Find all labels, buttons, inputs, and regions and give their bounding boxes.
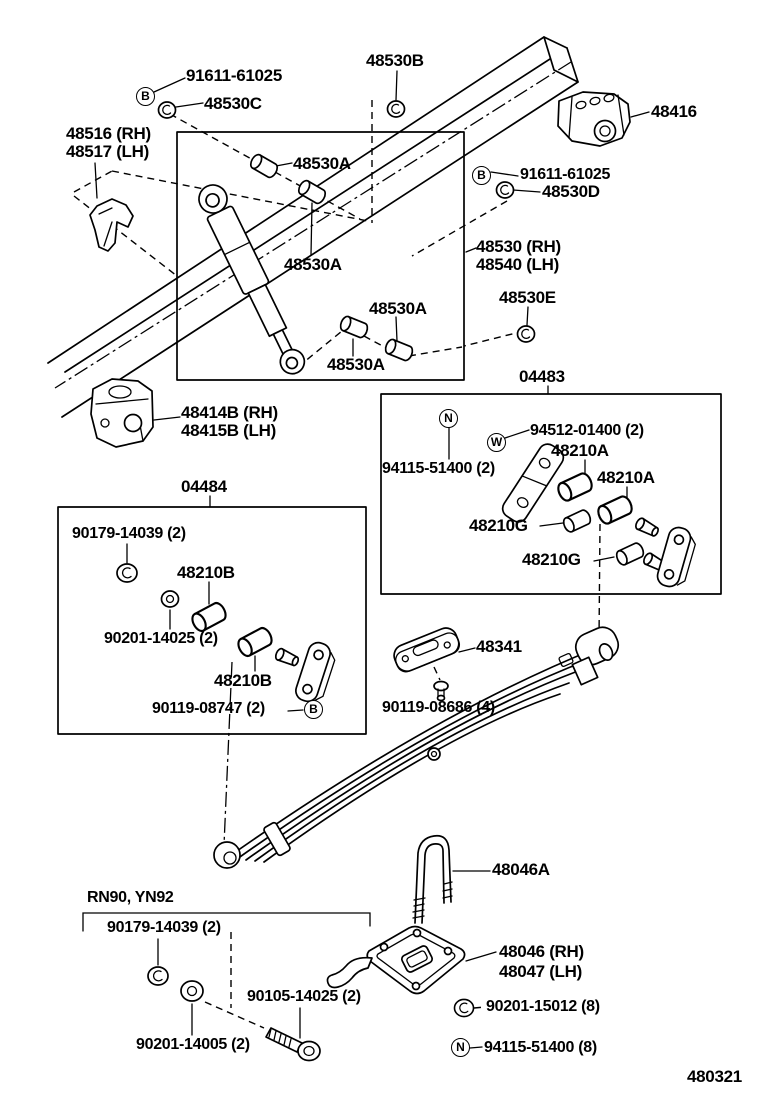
callout-b-icon: B — [136, 87, 155, 106]
u-bolt-48046A — [412, 834, 453, 924]
label-48530-rh: 48530 (RH) — [476, 237, 561, 256]
label-90105-14025: 90105-14025 (2) — [247, 988, 361, 1005]
shock-absorber-box — [176, 131, 465, 381]
label-48530A-3: 48530A — [369, 299, 427, 318]
label-90201-14025: 90201-14025 (2) — [104, 630, 218, 647]
grommet-48530C — [157, 101, 177, 119]
label-04484: 04484 — [181, 477, 227, 496]
label-48047-lh: 48047 (LH) — [499, 962, 582, 981]
label-04483: 04483 — [519, 367, 565, 386]
label-48530A-1: 48530A — [293, 154, 351, 173]
callout-w-icon: W — [487, 433, 506, 452]
label-90201-14005: 90201-14005 (2) — [136, 1036, 250, 1053]
label-48210A-1: 48210A — [551, 441, 609, 460]
label-48530B: 48530B — [366, 51, 424, 70]
label-94512-01400: 94512-01400 (2) — [530, 422, 644, 439]
label-48530A-2: 48530A — [284, 255, 342, 274]
label-48210A-2: 48210A — [597, 468, 655, 487]
label-90201-15012: 90201-15012 (8) — [486, 998, 600, 1015]
kit-04484-parts — [116, 563, 340, 707]
spring-center-bolt — [427, 747, 441, 761]
leader-lines — [94, 70, 650, 1049]
label-48416: 48416 — [651, 102, 697, 121]
label-48046-rh: 48046 (RH) — [499, 942, 584, 961]
spring-front-eye — [213, 841, 241, 869]
callout-b-icon: B — [472, 166, 491, 185]
label-48540-lh: 48540 (LH) — [476, 255, 559, 274]
label-48210G-1: 48210G — [469, 516, 528, 535]
spring-rear-clip — [571, 656, 599, 686]
label-48210G-2: 48210G — [522, 550, 581, 569]
label-94115-51400-8: 94115-51400 (8) — [484, 1039, 597, 1056]
kit-04483-parts — [501, 443, 700, 592]
label-48530A-4: 48530A — [327, 355, 385, 374]
bolt-90105-14025 — [265, 1027, 321, 1062]
label-90119-08686: 90119-08686 (4) — [382, 699, 495, 716]
callout-n-icon: N — [439, 409, 458, 428]
bolt-90119-08686 — [433, 680, 449, 702]
grommet-48530E — [516, 325, 536, 343]
label-rn90-yn92: RN90, YN92 — [87, 889, 174, 906]
label-48414B-rh: 48414B (RH) — [181, 403, 278, 422]
label-90179-14039-1: 90179-14039 (2) — [72, 525, 186, 542]
label-48530C: 48530C — [204, 94, 262, 113]
bracket-48416 — [557, 91, 631, 147]
label-48046A: 48046A — [492, 860, 550, 879]
bottom-hardware — [147, 966, 475, 1062]
label-48341: 48341 — [476, 637, 522, 656]
bracket-48414B — [90, 378, 154, 448]
rn90-section-bracket — [82, 912, 371, 932]
spring-seat-48046 — [326, 925, 466, 995]
label-48415B-lh: 48415B (LH) — [181, 421, 276, 440]
kit-04483-box — [380, 393, 722, 595]
assembly-axis-lines — [73, 100, 601, 1029]
spring-hanger-hook — [89, 198, 134, 252]
label-48530E: 48530E — [499, 288, 556, 307]
label-48517-lh: 48517 (LH) — [66, 142, 149, 161]
label-90119-08747: 90119-08747 (2) — [152, 700, 265, 717]
label-48530D: 48530D — [542, 182, 600, 201]
washer-90179 — [147, 966, 169, 986]
label-48516-rh: 48516 (RH) — [66, 124, 151, 143]
washer-90201-14005 — [180, 980, 204, 1002]
grommet-48530B — [386, 100, 406, 118]
label-48210B-1: 48210B — [177, 563, 235, 582]
grommet-48530D — [495, 181, 515, 199]
washer-90201-15012 — [453, 998, 475, 1018]
kit-04484-box — [57, 506, 367, 735]
label-94115-51400-2: 94115-51400 (2) — [382, 460, 495, 477]
label-90179-14039-2: 90179-14039 (2) — [107, 919, 221, 936]
label-48210B-2: 48210B — [214, 671, 272, 690]
shock-absorber — [198, 184, 306, 375]
callout-b-icon: B — [304, 700, 323, 719]
label-91611-61025-top: 91611-61025 — [186, 66, 282, 85]
retainer-48341 — [393, 627, 461, 702]
leaf-spring — [213, 626, 620, 869]
label-91611-61025-2: 91611-61025 — [520, 166, 611, 183]
callout-n-icon: N — [451, 1038, 470, 1057]
seat-hook-arm — [326, 956, 373, 989]
frame-rail — [47, 36, 579, 418]
spring-front-clip — [263, 821, 291, 857]
page-code: 480321 — [687, 1067, 742, 1086]
